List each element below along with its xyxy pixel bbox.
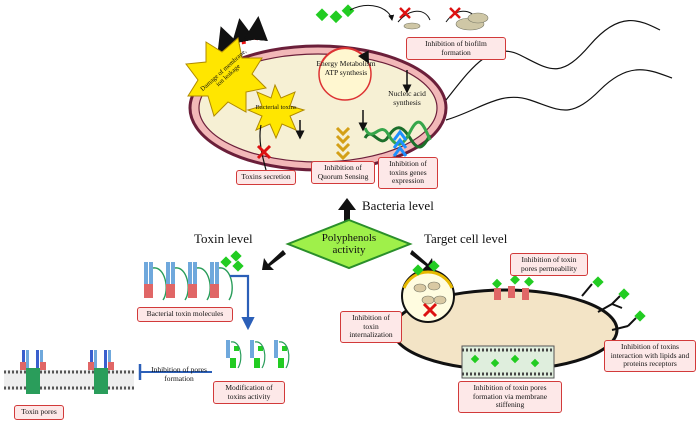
bacteria-level-label: Bacteria level: [362, 198, 434, 213]
nucleic-acid-label: Nucleic acid synthesis: [388, 89, 426, 107]
label-internalization: Inhibition of toxin internalization: [340, 311, 402, 343]
label-pores-permeability: Inhibition of toxin pores permeability: [510, 253, 588, 276]
bacterial-toxins-label: Bacterial toxins: [255, 104, 297, 111]
modification-arrow: [230, 274, 255, 331]
label-modification-toxins: Modification of toxins activity: [213, 381, 285, 404]
label-pores-inhibition: Inhibition of pores formation: [151, 365, 207, 383]
toxin-level-arrow: [262, 250, 286, 270]
target-level-arrow: [410, 250, 434, 270]
polyphenols-diamond: [285, 218, 413, 270]
polyphenols-activity-label: Polyphenols activity: [321, 232, 377, 256]
label-toxin-pores: Toxin pores: [14, 405, 64, 420]
polyphenol-molecules-toxin: [220, 250, 244, 272]
bacteria-level-arrow: [338, 198, 356, 222]
biofilm-icons: [397, 7, 489, 31]
label-quorum-sensing: Inhibition of Quorum Sensing: [311, 161, 375, 184]
stiffened-membrane-inset: [461, 345, 555, 379]
label-biofilm-inhibition: Inhibition of biofilm formation: [406, 37, 506, 60]
label-toxin-gene-expression: Inhibition of toxins genes expression: [378, 157, 438, 189]
polyphenol-molecules-top: [315, 4, 395, 24]
label-toxin-molecules: Bacterial toxin molecules: [137, 307, 233, 322]
membrane-damage-burst: [185, 37, 268, 117]
toxin-molecules: [144, 262, 233, 301]
toxin-pores-membrane: [4, 350, 134, 394]
label-membrane-stiffening: Inhibition of toxin pores formation via …: [458, 381, 562, 413]
energy-metabolism-label: Energy Metabolism ATP synthesis: [316, 59, 376, 77]
toxin-level-label: Toxin level: [194, 231, 253, 246]
internalization-vesicle: [401, 260, 455, 323]
modified-toxins: [226, 340, 290, 369]
label-toxins-secretion: Toxins secretion: [236, 170, 296, 185]
label-receptor-interaction: Inhibition of toxins interaction with li…: [604, 340, 696, 372]
target-cell-level-label: Target cell level: [424, 231, 508, 246]
